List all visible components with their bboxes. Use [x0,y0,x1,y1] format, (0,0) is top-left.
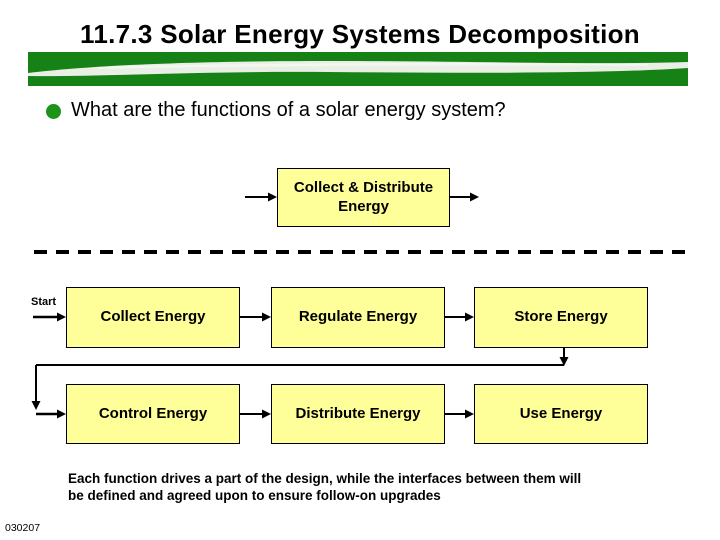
green-brush-banner [28,52,688,86]
arrow-regulate-to-store [445,312,474,322]
arrow-collect-to-regulate [240,312,271,322]
footer-note-line2: be defined and agreed upon to ensure fol… [68,488,441,504]
footer-note-line1: Each function drives a part of the desig… [68,471,582,486]
start-arrow [33,312,66,322]
flow-box-collect-energy: Collect Energy [66,287,240,348]
footer-note: Each function drives a part of the desig… [68,470,668,504]
slide-title: 11.7.3 Solar Energy Systems Decompositio… [80,19,640,49]
arrow-into-control [36,409,66,419]
flow-box-collect-distribute-energy: Collect & Distribute Energy [277,168,450,227]
connector-store-down [559,348,569,366]
arrow-into-top-box [245,192,277,202]
bullet-row: What are the functions of a solar energy… [46,99,686,122]
arrow-control-to-distribute [240,409,271,419]
bullet-icon [46,104,61,119]
arrow-out-of-top-box [450,192,479,202]
flow-box-use-energy: Use Energy [474,384,648,444]
bullet-text: What are the functions of a solar energy… [71,99,506,121]
start-label: Start [31,296,57,308]
flow-box-control-energy: Control Energy [66,384,240,444]
flow-box-store-energy: Store Energy [474,287,648,348]
flow-box-regulate-energy: Regulate Energy [271,287,445,348]
flow-box-distribute-energy: Distribute Energy [271,384,445,444]
arrow-distribute-to-use [445,409,474,419]
date-code: 030207 [5,522,41,534]
